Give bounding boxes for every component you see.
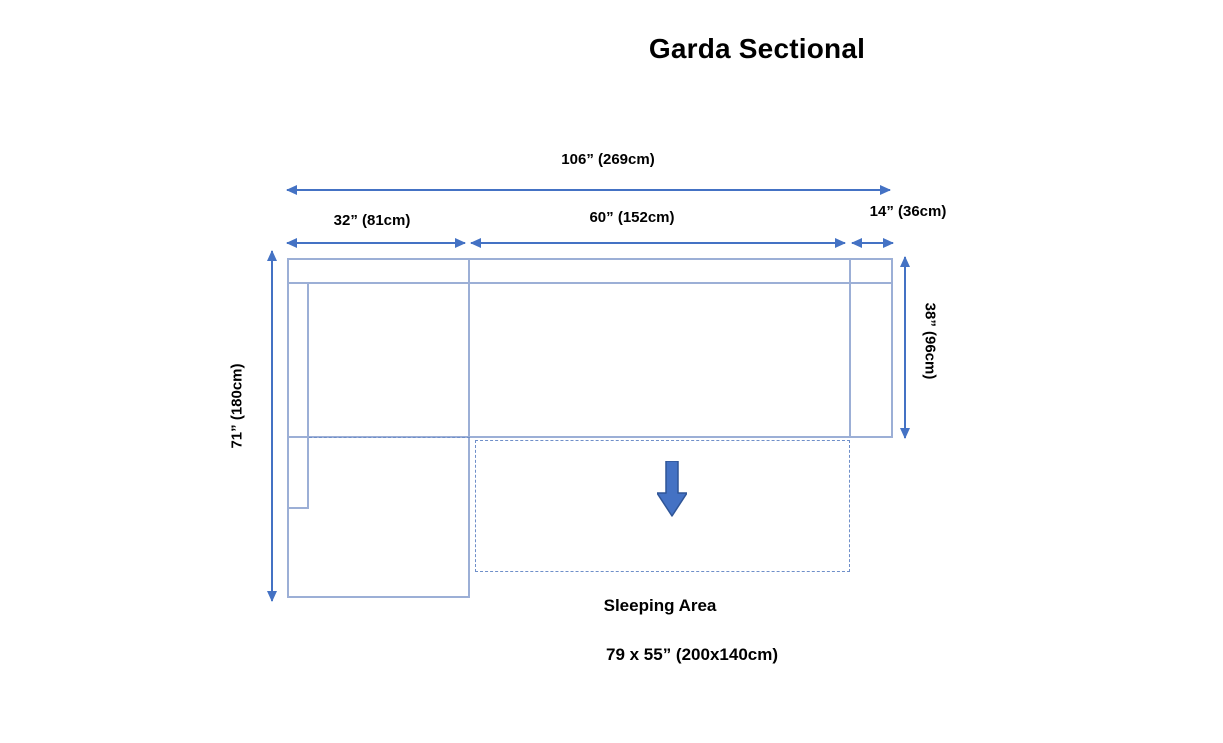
sleeping-area-hidden-edge-line — [309, 437, 470, 438]
chaise-width-dimension-arrow-icon — [287, 242, 465, 244]
total-depth-label: 71” (180cm) — [228, 363, 246, 449]
arm-width-label: 14” (36cm) — [869, 203, 947, 220]
pull-out-down-arrow-icon — [657, 461, 687, 517]
diagram-title: Garda Sectional — [648, 33, 866, 64]
seat-width-dimension-arrow-icon — [471, 242, 845, 244]
sleeping-area-outline — [475, 440, 850, 572]
sleeping-area-size-label: 79 x 55” (200x140cm) — [605, 645, 779, 664]
sofa-backrest-line — [287, 282, 893, 284]
sofa-left-armrest-line-vertical — [307, 283, 309, 509]
arm-width-dimension-arrow-icon — [852, 242, 893, 244]
body-depth-label: 38” (96cm) — [921, 302, 939, 380]
total-width-label: 106” (269cm) — [561, 151, 655, 168]
sofa-chaise-outline — [287, 258, 470, 598]
body-depth-dimension-arrow-icon — [904, 257, 906, 438]
sleeping-area-label: Sleeping Area — [603, 596, 717, 615]
total-depth-dimension-arrow-icon — [271, 251, 273, 601]
chaise-width-label: 32” (81cm) — [333, 212, 411, 229]
seat-width-label: 60” (152cm) — [589, 209, 675, 226]
total-width-dimension-arrow-icon — [287, 189, 890, 191]
sofa-left-armrest-line-horizontal — [287, 507, 308, 509]
sofa-right-armrest-divider-line — [849, 258, 851, 438]
